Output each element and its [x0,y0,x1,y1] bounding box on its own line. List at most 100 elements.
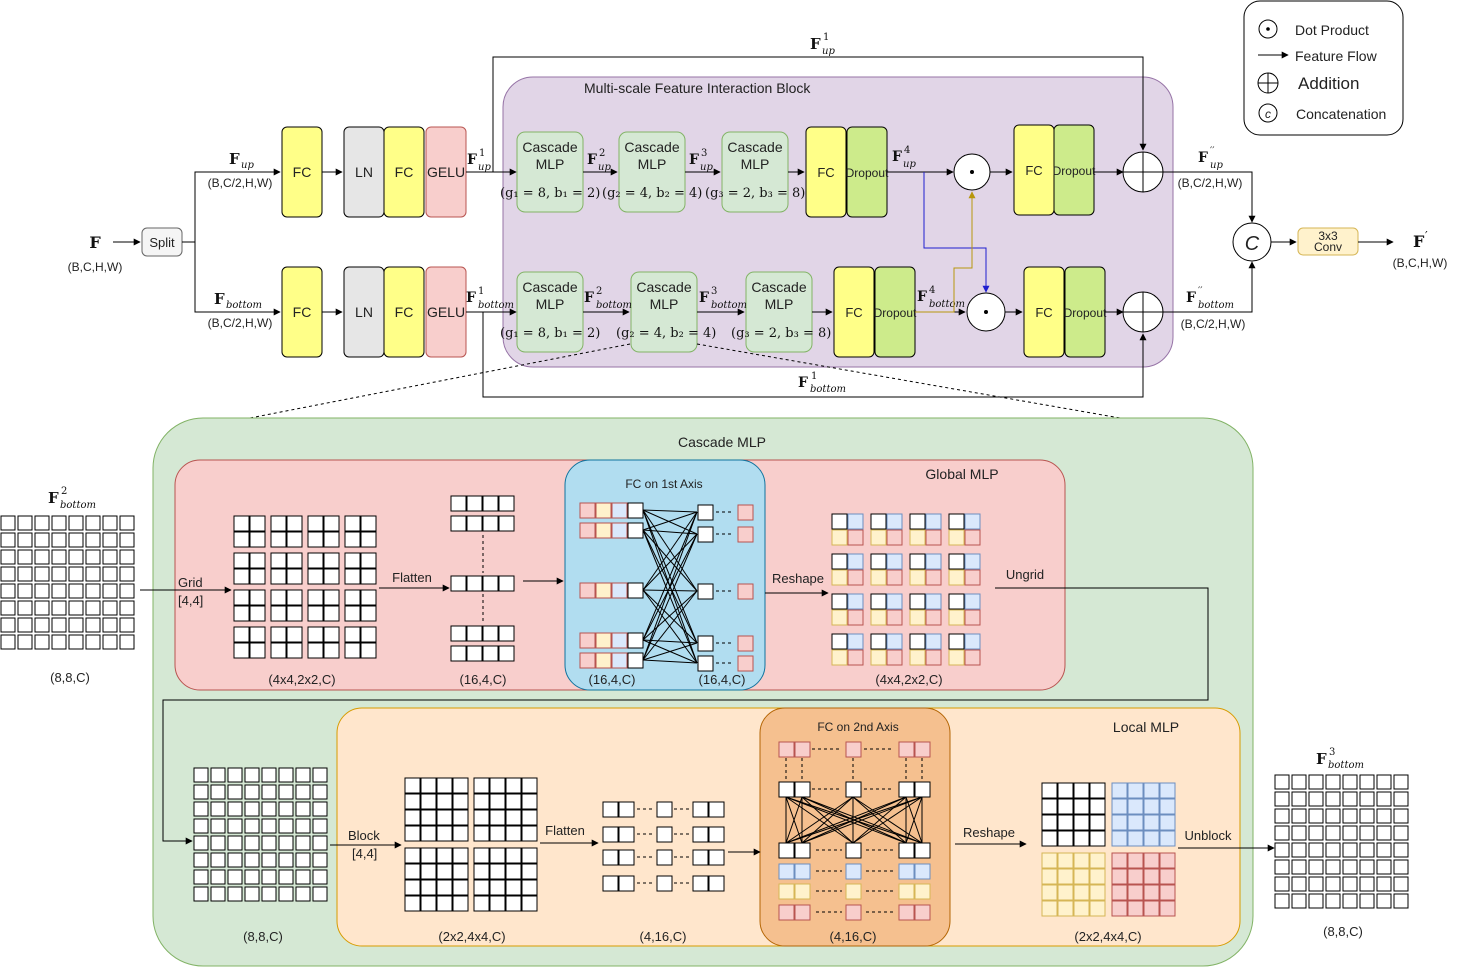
param-up-3: (g₃ = 2, b₃ = 8) [705,186,805,201]
grid-block-cell [323,531,340,548]
grid-block-cell [286,605,303,622]
reshape2-cell [1159,798,1176,815]
output-cell [1325,808,1341,824]
reshape-cell [886,609,903,626]
axis1-in-cell [627,652,644,669]
output-cell [1325,876,1341,892]
svg-text:2: 2 [596,286,602,297]
input-cell [51,634,67,650]
grid-block-cell [344,531,361,548]
local-input-cell [244,886,260,902]
input-cell [102,549,118,565]
reshape-cell [925,593,942,610]
local-block-cell [505,847,522,864]
local-block-cell [489,895,506,912]
flatten-row-cell [498,575,515,592]
axis2-node [914,781,931,798]
svg-text:bottom: bottom [60,500,96,511]
svg-text:F: F [892,149,902,165]
input-cell [102,566,118,582]
input-cell [119,532,135,548]
local-block-cell [521,793,538,810]
local-input-cell [261,886,277,902]
output-cell [1393,876,1409,892]
reshape-cell [870,529,887,546]
output-cell [1393,825,1409,841]
axis1-in-cell [595,652,612,669]
reshape2-cell [1159,868,1176,885]
svg-text:Cascade: Cascade [522,139,577,155]
grid-block-cell [233,515,250,532]
grid-block-cell [360,626,377,643]
shape-up: (B,C/2,H,W) [208,176,273,190]
local-block-cell [521,847,538,864]
grid-block-cell [360,589,377,606]
axis1-in-cell [627,502,644,519]
input-cell [68,515,84,531]
reshape-cell [831,569,848,586]
axis1-out-cell [737,526,754,543]
reshape-cell [948,513,965,530]
local-input-cell [193,835,209,851]
reshape2-cell [1057,814,1074,831]
input-cell [68,617,84,633]
grid-block-cell [307,589,324,606]
axis2-node [794,781,811,798]
svg-text:bottom: bottom [810,384,846,395]
grid-block-cell [286,642,303,659]
reshape2-cell [1127,868,1144,885]
grid-block-cell [270,642,287,659]
local-flat-cell [618,875,635,892]
output-cell [1376,791,1392,807]
output-cell [1359,791,1375,807]
reshape2-cell [1159,782,1176,799]
local-block-cell [436,777,453,794]
label-f4-up: F 4 up [892,145,916,170]
local-input-cell [227,767,243,783]
svg-text:1: 1 [811,371,817,382]
reshape-cell [964,609,981,626]
input-cell [102,532,118,548]
svg-text:1: 1 [479,148,485,159]
local-input-cell [227,886,243,902]
reshape2-cell [1057,798,1074,815]
flatten-row-cell [450,625,467,642]
svg-text:Dropout: Dropout [874,306,917,320]
axis2-bottom-cell [794,883,811,900]
input-cell [17,583,33,599]
local-block-cell [473,777,490,794]
local-input-cell [312,835,328,851]
skip-bottom [482,312,1147,398]
block-label: Block [348,828,380,843]
local-flat-cell [708,875,725,892]
local-block-cell [404,793,421,810]
label-f3-up: F 3 up [689,148,713,173]
flatten-row-cell [482,515,499,532]
input-cell [34,617,50,633]
local-block-cell [473,879,490,896]
local-input-cell [210,784,226,800]
reshape2-cell [1089,798,1106,815]
label-fpp-bottom: F ′′ bottom [1186,286,1234,311]
input-cell [34,515,50,531]
axis1-in-cell [595,522,612,539]
reshape-cell [886,529,903,546]
legend-concat: Concatenation [1296,106,1386,122]
axis2-node [778,781,795,798]
param-bottom-1: (g₁ = 8, b₁ = 2) [500,326,600,341]
reshape2-cell [1111,782,1128,799]
local-input-cell [193,767,209,783]
label-f2-bottom-detail: F 2 bottom [48,486,96,511]
input-cell [17,515,33,531]
local-input-cell [261,784,277,800]
shape-l3: (4,16,C) [830,929,877,944]
flatten-row-cell [450,515,467,532]
grid-block-cell [360,605,377,622]
svg-text:F: F [229,150,240,168]
input-cell [51,617,67,633]
local-input-cell [295,784,311,800]
output-cell [1342,859,1358,875]
output-cell [1291,876,1307,892]
label-f1-bottom-low: F 1 bottom [798,371,846,395]
